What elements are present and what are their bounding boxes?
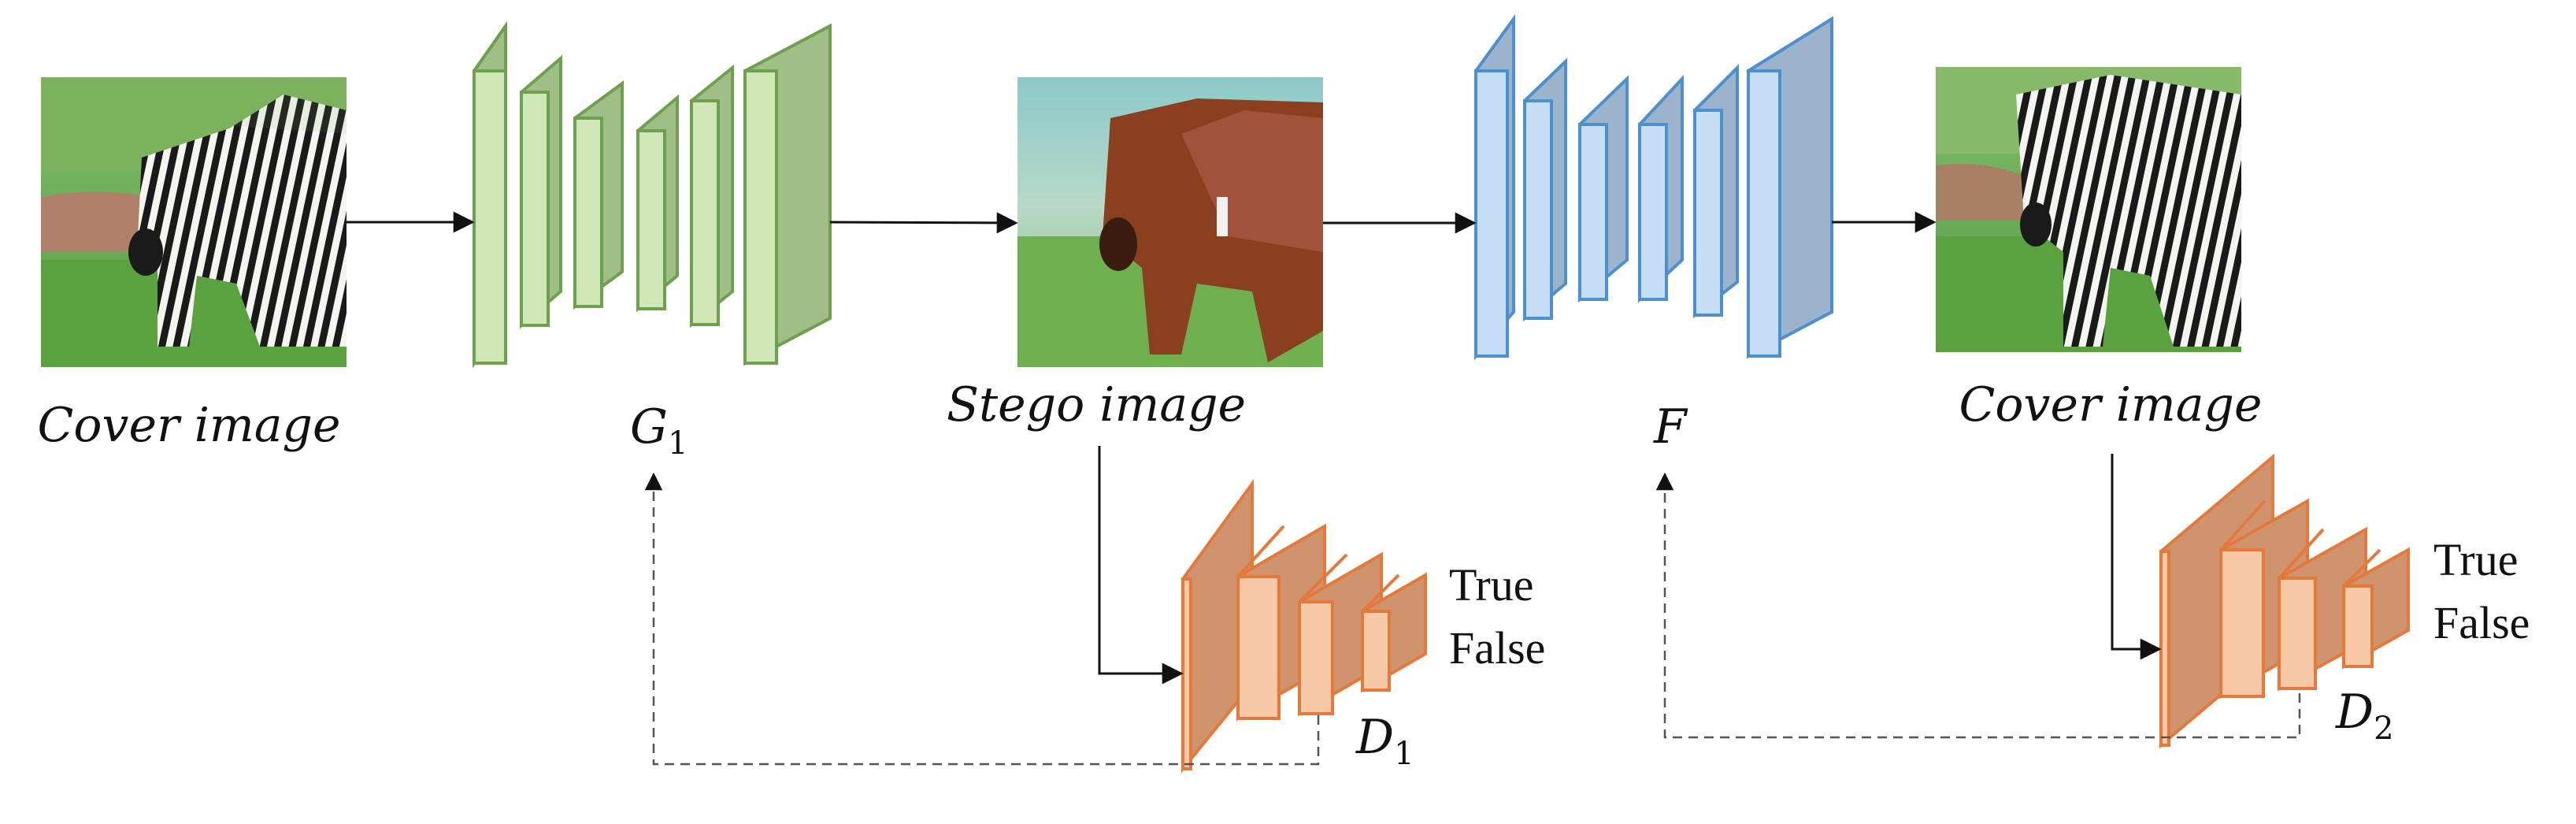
cover-image-left xyxy=(41,77,347,367)
arrow-g1-to-stego xyxy=(829,212,1018,234)
g1-label-sub: 1 xyxy=(668,425,688,462)
layer-block xyxy=(1747,16,1833,359)
g1-label: G1 xyxy=(630,399,688,462)
d2-true-label: True xyxy=(2433,534,2518,585)
d2-label: D2 xyxy=(2335,685,2394,747)
d2-false-label: False xyxy=(2433,597,2530,648)
generator-g1-network xyxy=(473,20,832,369)
layer-block xyxy=(1578,75,1629,303)
layer-block xyxy=(1693,64,1739,319)
g1-label-main: G xyxy=(630,399,668,455)
discriminator-d1-network xyxy=(1181,478,1427,774)
forward-arrows xyxy=(347,211,2162,685)
layer-block xyxy=(636,94,679,313)
d1-label-sub: 1 xyxy=(1394,736,1414,772)
layer-block xyxy=(743,23,832,366)
d1-label-main: D xyxy=(1355,710,1394,765)
extractor-f-network xyxy=(1474,13,1833,361)
stego-image xyxy=(1017,77,1323,367)
d1-false-label: False xyxy=(1449,622,1545,674)
f-label: F xyxy=(1653,399,1688,455)
layer-block xyxy=(1523,58,1567,322)
feedback-d1-to-g1 xyxy=(644,472,1320,766)
layer-block xyxy=(2342,547,2410,670)
layer-block xyxy=(1474,13,1515,361)
d2-label-main: D xyxy=(2335,685,2374,740)
layer-block xyxy=(1361,572,1427,693)
feedback-arrows xyxy=(644,472,2301,766)
layer-block xyxy=(473,20,507,369)
layer-block xyxy=(573,80,624,310)
cover-image-left-label: Cover image xyxy=(38,398,341,453)
discriminator-d2-network xyxy=(2159,453,2410,749)
cover-image-right-label: Cover image xyxy=(1959,377,2263,432)
d2-label-sub: 2 xyxy=(2374,711,2393,747)
cover-image-right xyxy=(1936,67,2241,352)
layer-block xyxy=(1638,74,1684,303)
d1-label: D1 xyxy=(1355,710,1414,772)
feedback-d2-to-f xyxy=(1655,472,2301,739)
stego-image-label: Stego image xyxy=(947,377,1246,432)
arrow-stego-to-d1 xyxy=(1098,446,1184,685)
arrow-cover-to-d2 xyxy=(2111,454,2162,660)
layer-block xyxy=(690,64,734,328)
d1-true-label: True xyxy=(1449,559,1533,611)
layer-block xyxy=(520,54,562,329)
